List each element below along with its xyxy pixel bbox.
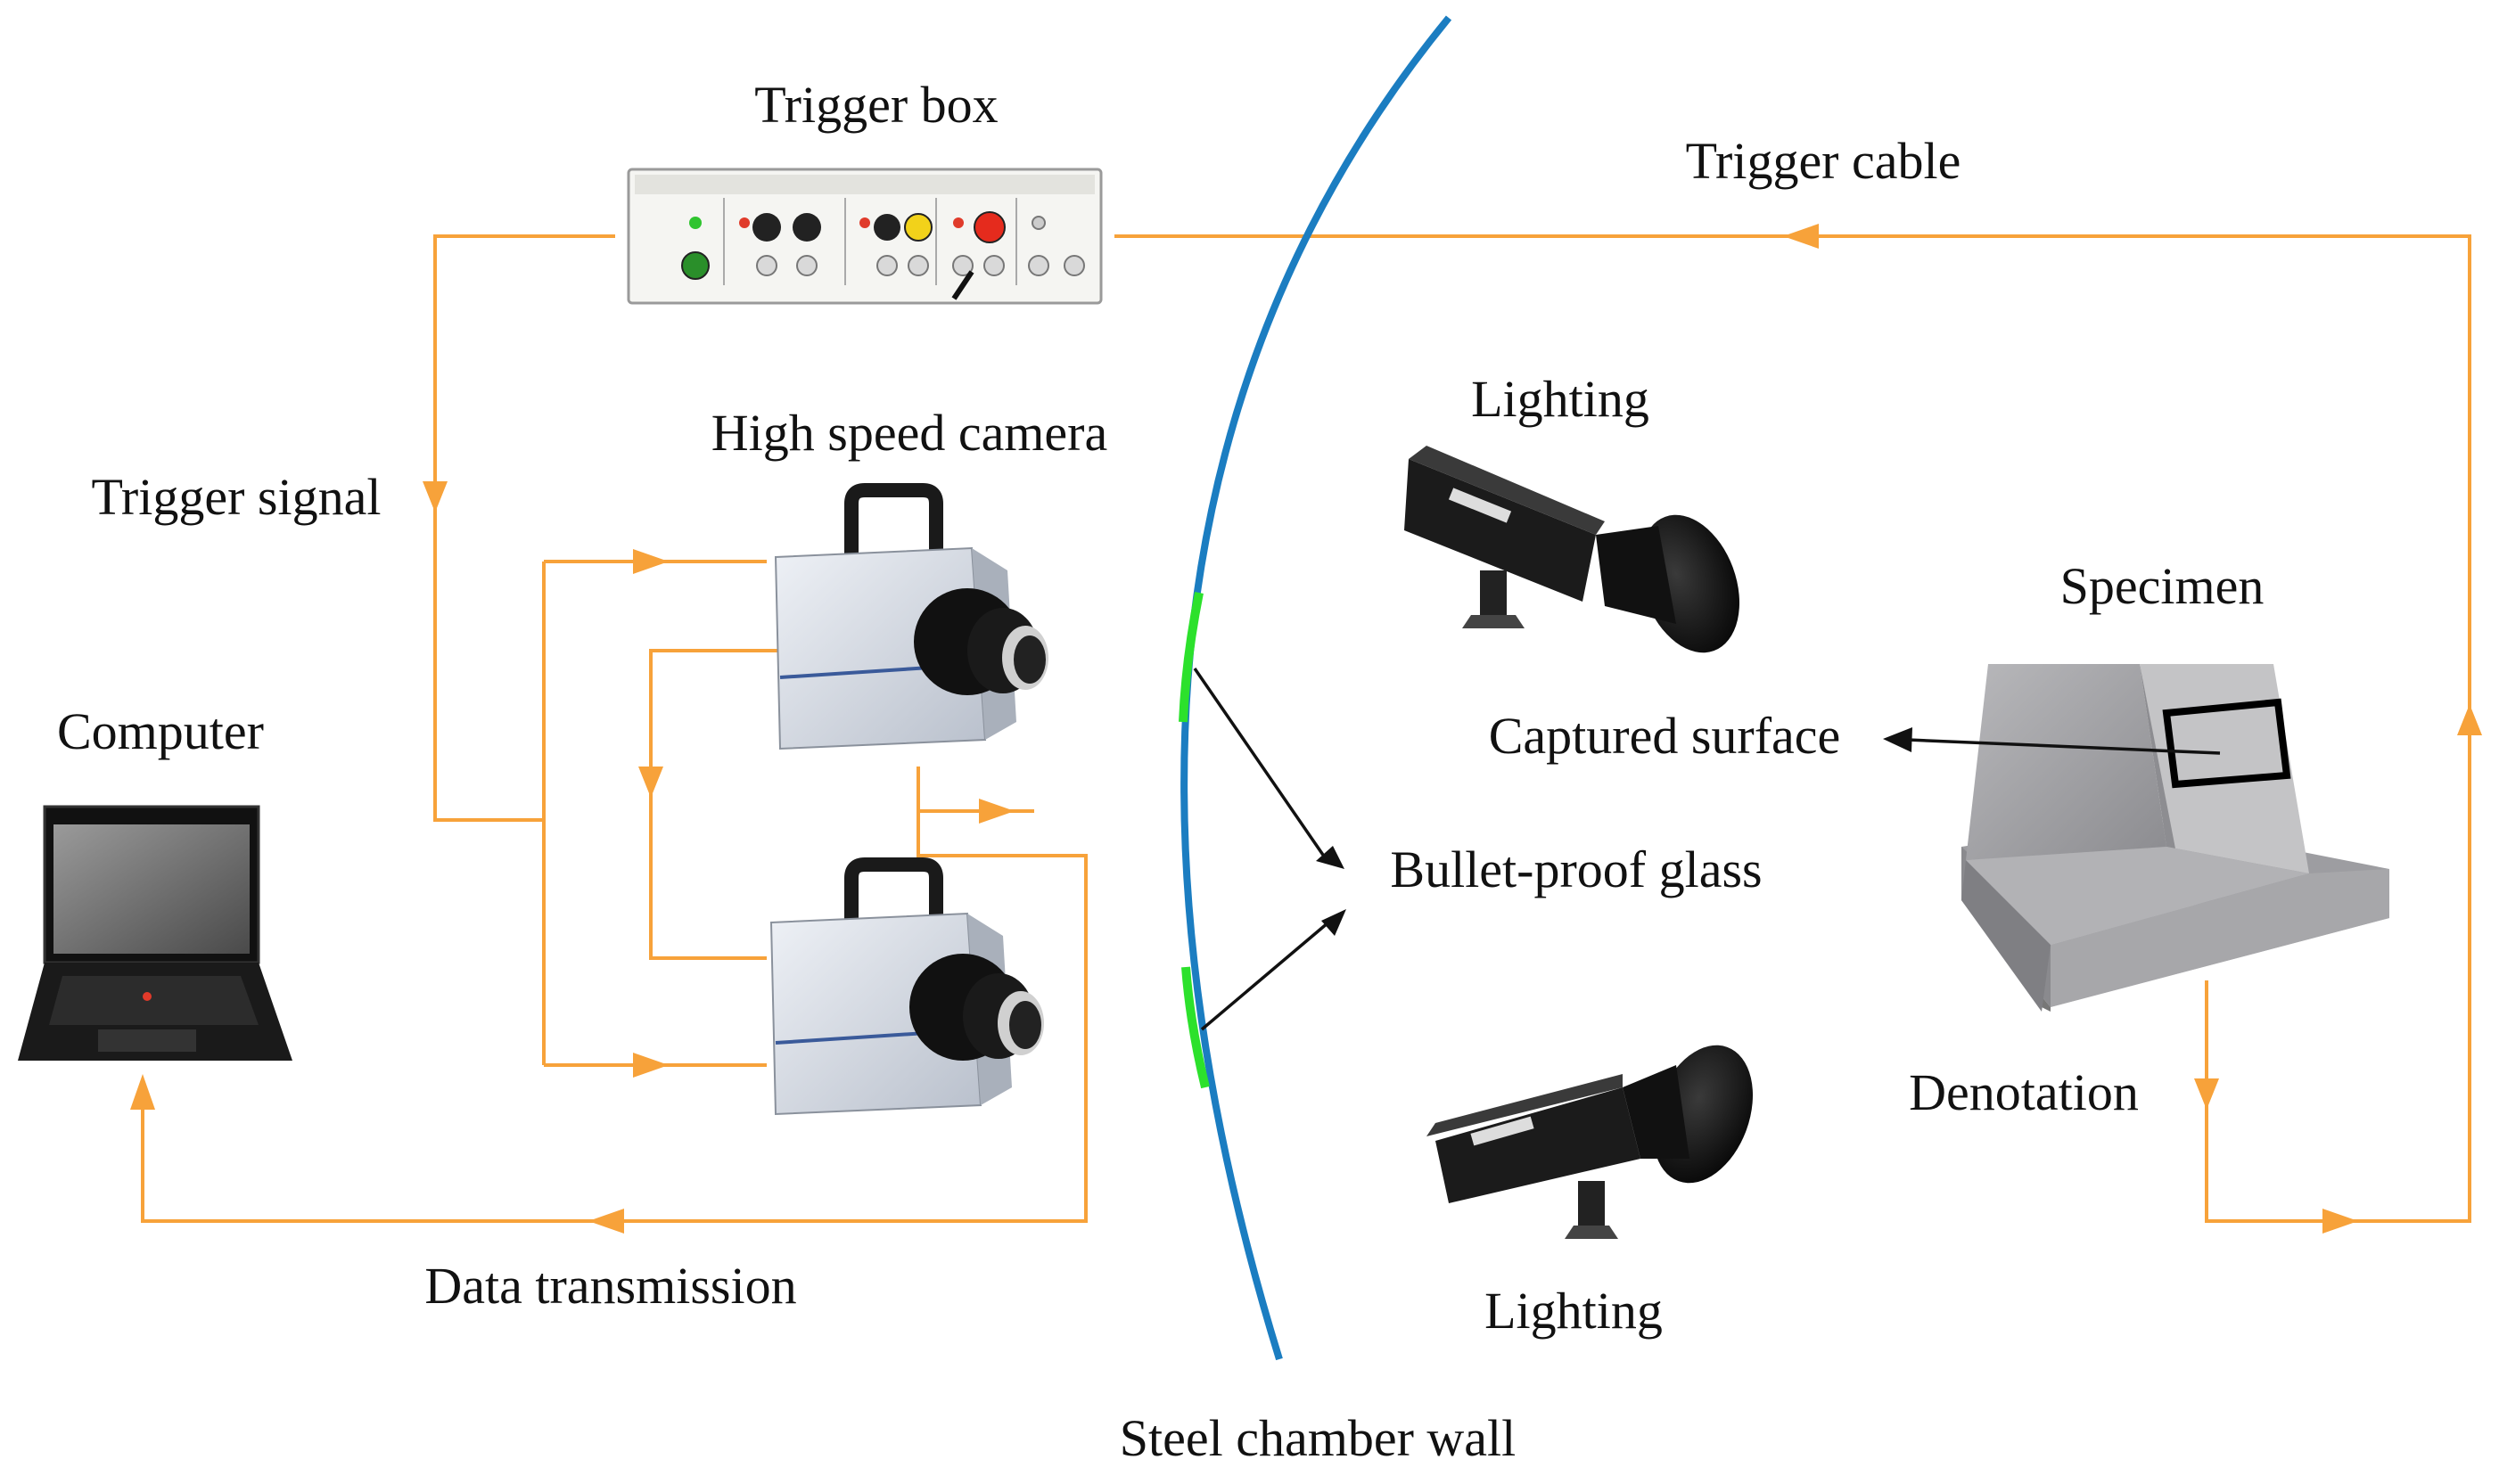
computer-label: Computer	[57, 702, 264, 760]
bullet-proof-glass-label: Bullet-proof glass	[1390, 840, 1762, 898]
bullet-proof-glass	[1179, 592, 1210, 1089]
high-speed-camera-1	[774, 483, 1048, 750]
steel-chamber-wall	[1180, 15, 1452, 1361]
captured-surface-pointer	[1883, 727, 2221, 755]
steel-chamber-wall-label: Steel chamber wall	[1120, 1409, 1517, 1467]
rock-specimen	[1961, 664, 2389, 1012]
trigger-cable-label: Trigger cable	[1686, 132, 1961, 190]
data-transmission-wires	[130, 767, 1088, 1234]
data-transmission-label: Data transmission	[424, 1257, 796, 1315]
lighting-bottom-label: Lighting	[1484, 1282, 1663, 1340]
studio-light-bottom	[1426, 1045, 1754, 1239]
high-speed-camera-label: High speed camera	[711, 404, 1107, 462]
lighting-top-label: Lighting	[1471, 370, 1649, 428]
high-speed-camera-2	[769, 857, 1044, 1116]
denotation-label: Denotation	[1909, 1063, 2139, 1121]
captured-surface-label: Captured surface	[1489, 707, 1841, 765]
trigger-box-device	[627, 168, 1103, 305]
laptop-icon	[18, 805, 292, 1061]
trigger-cable-wire	[1114, 224, 2482, 1234]
trigger-signal-wires	[423, 234, 780, 1078]
glass-pointer-arrows	[1193, 668, 1346, 1031]
studio-light-top	[1404, 446, 1740, 653]
trigger-signal-label: Trigger signal	[92, 468, 382, 526]
specimen-label: Specimen	[2060, 557, 2265, 615]
trigger-box-label: Trigger box	[754, 76, 998, 134]
